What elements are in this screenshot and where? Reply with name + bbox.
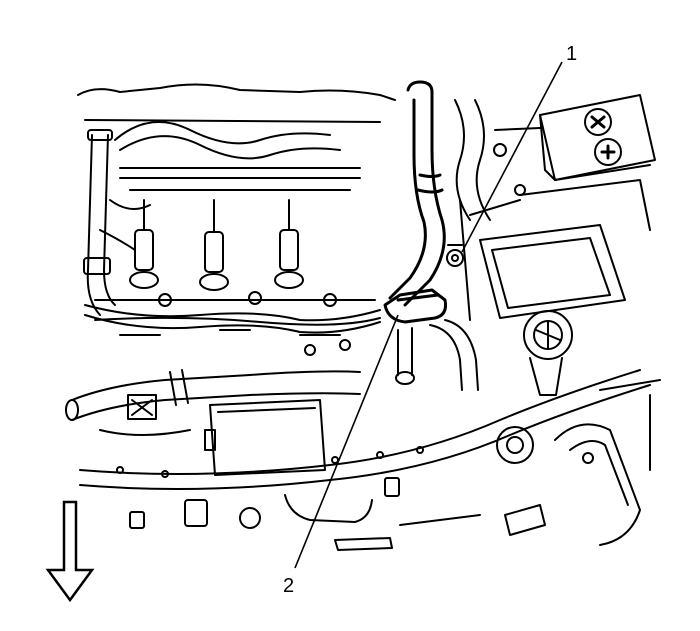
leader-line-2	[294, 314, 399, 569]
plus-minus-icon	[590, 115, 616, 160]
fuse-box	[204, 399, 326, 476]
leader-line-1	[461, 61, 563, 253]
intake-hose	[65, 369, 361, 421]
callout-label-2: 2	[283, 575, 294, 597]
bracket-left	[99, 394, 191, 436]
battery	[539, 94, 656, 181]
fuel-injectors	[129, 199, 304, 291]
cowl-panel	[79, 369, 661, 551]
coolant-hose-left	[83, 129, 116, 316]
highlighted-pipe	[383, 80, 447, 324]
battery-tray	[459, 179, 651, 321]
engine-block	[77, 83, 396, 356]
lower-pipe	[395, 319, 479, 391]
down-arrow-icon	[45, 500, 95, 603]
callout-leaders	[294, 61, 563, 569]
callout-label-1: 1	[566, 43, 577, 65]
hoses-right	[454, 99, 541, 221]
mounting-bolt	[446, 244, 464, 267]
reservoir-cap	[523, 310, 573, 396]
